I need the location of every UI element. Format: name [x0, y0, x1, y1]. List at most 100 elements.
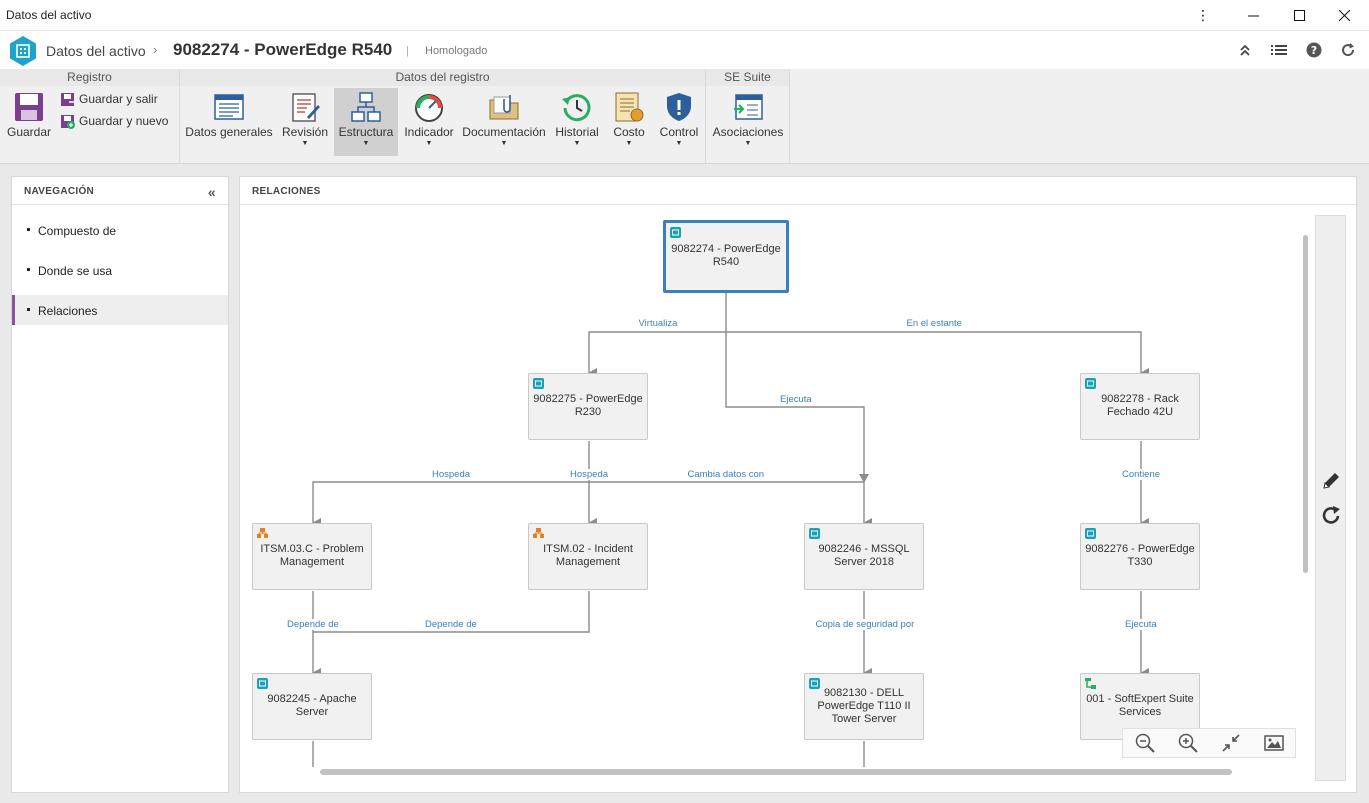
relation-node[interactable]: 9082278 - Rack Fechado 42U: [1080, 373, 1200, 440]
gauge-icon: [415, 94, 443, 122]
edge-label: Depende de: [423, 619, 479, 630]
zoom-in-icon[interactable]: [1176, 731, 1200, 755]
maximize-button[interactable]: [1276, 0, 1322, 31]
save-and-exit-button[interactable]: Guardar y salir: [60, 90, 158, 108]
history-button[interactable]: Historial ▼: [552, 88, 602, 156]
relation-node[interactable]: 9082276 - PowerEdge T330: [1080, 523, 1200, 590]
relation-node[interactable]: 9082130 - DELL PowerEdge T110 II Tower S…: [804, 673, 924, 740]
pencil-edit-icon[interactable]: [1322, 471, 1341, 493]
relation-node[interactable]: ITSM.02 - Incident Management: [528, 523, 648, 590]
list-icon[interactable]: [1270, 41, 1288, 59]
window-titlebar: Datos del activo ⋮: [0, 0, 1369, 31]
collapse-up-icon[interactable]: [1236, 41, 1254, 59]
title-separator: |: [406, 45, 409, 57]
associations-icon: [734, 94, 763, 120]
edge-label: Copia de seguridad por: [813, 619, 917, 630]
edge-hospeda-1: [312, 441, 590, 528]
save-new-icon: [61, 114, 75, 129]
edge-label: Ejecuta: [778, 394, 814, 405]
export-image-icon[interactable]: [1262, 731, 1286, 755]
close-button[interactable]: [1321, 0, 1367, 31]
help-icon[interactable]: ?: [1305, 41, 1323, 59]
window-title: Datos del activo: [6, 8, 92, 22]
nav-item-compuesto-de[interactable]: Compuesto de: [12, 215, 228, 245]
ribbon-group-datos-registro: Datos del registro Datos generales Revis…: [180, 69, 706, 164]
asset-icon: [1085, 378, 1096, 389]
process-icon: [257, 528, 268, 538]
floppy-disk-icon: [15, 93, 43, 121]
cost-button[interactable]: Costo ▼: [608, 88, 650, 156]
form-icon: [214, 94, 244, 120]
edge-virtualiza: [588, 292, 727, 378]
navigation-panel-title: NAVEGACIÓN «: [12, 177, 228, 205]
ribbon-group-title: Registro: [0, 69, 179, 86]
structure-button[interactable]: Estructura ▼: [334, 88, 398, 156]
indicator-button[interactable]: Indicador ▼: [402, 88, 456, 156]
edge-label: Ejecuta: [1123, 619, 1159, 630]
asset-icon: [533, 378, 544, 389]
collapse-left-icon[interactable]: «: [207, 184, 216, 200]
process-icon: [533, 528, 544, 538]
diagram-refresh-icon[interactable]: [1321, 505, 1342, 529]
vertical-scrollbar[interactable]: [1303, 235, 1308, 573]
control-button[interactable]: Control ▼: [656, 88, 702, 156]
dropdown-caret-icon: ▼: [362, 140, 370, 147]
fit-to-screen-icon[interactable]: [1219, 731, 1243, 755]
relations-panel: RELACIONES: [239, 176, 1357, 793]
zoom-out-icon[interactable]: [1133, 731, 1157, 755]
relation-node[interactable]: ITSM.03.C - Problem Management: [252, 523, 372, 590]
relations-graph-edges: [312, 292, 1149, 767]
asset-icon: [809, 678, 820, 689]
zoom-toolbar: [1122, 728, 1296, 758]
relation-node[interactable]: 9082246 - MSSQL Server 2018: [804, 523, 924, 590]
more-options-icon[interactable]: ⋮: [1196, 7, 1210, 23]
asset-icon: [670, 227, 681, 238]
save-button[interactable]: Guardar: [4, 88, 54, 156]
dropdown-caret-icon: ▼: [500, 140, 508, 147]
diagram-tool-strip: [1315, 215, 1346, 781]
relation-node[interactable]: 9082275 - PowerEdge R230: [528, 373, 648, 440]
dropdown-caret-icon: ▼: [675, 140, 683, 147]
dropdown-caret-icon: ▼: [573, 140, 581, 147]
page-header: Datos del activo › 9082274 - PowerEdge R…: [0, 31, 1369, 69]
hierarchy-icon: [351, 92, 381, 122]
page-title: 9082274 - PowerEdge R540: [173, 40, 393, 59]
relation-node[interactable]: 9082245 - Apache Server: [252, 673, 372, 740]
associations-button[interactable]: Asociaciones ▼: [711, 88, 785, 156]
ribbon-group-registro: Registro Guardar Guardar y salir Guardar…: [0, 69, 180, 164]
save-exit-icon: [61, 92, 74, 106]
history-clock-icon: [562, 94, 591, 122]
edge-label: Hospeda: [430, 469, 473, 480]
ribbon-toolbar: Registro Guardar Guardar y salir Guardar…: [0, 69, 1369, 164]
documentation-button[interactable]: Documentación ▼: [462, 88, 546, 156]
refresh-icon[interactable]: [1339, 41, 1357, 59]
asset-app-icon: [10, 36, 36, 66]
edge-label: Contiene: [1120, 469, 1163, 480]
relation-node-root[interactable]: 9082274 - PowerEdge R540: [663, 220, 789, 293]
breadcrumb[interactable]: Datos del activo: [46, 43, 146, 59]
general-data-button[interactable]: Datos generales: [185, 88, 273, 156]
dropdown-caret-icon: ▼: [425, 140, 433, 147]
horizontal-scrollbar[interactable]: [320, 769, 1232, 775]
nav-item-relaciones[interactable]: Relaciones: [12, 295, 228, 325]
nav-item-donde-se-usa[interactable]: Donde se usa: [12, 255, 228, 285]
edge-label: Hospeda: [568, 469, 611, 480]
dropdown-caret-icon: ▼: [744, 140, 752, 147]
work-area: NAVEGACIÓN « Compuesto de Donde se usa R…: [0, 164, 1369, 803]
dropdown-caret-icon: ▼: [301, 140, 309, 147]
asset-icon: [1085, 528, 1096, 539]
ribbon-group-title: SE Suite: [706, 69, 789, 86]
ribbon-group-title: Datos del registro: [180, 69, 705, 86]
minimize-button[interactable]: [1230, 0, 1276, 31]
edge-depende-2: [313, 591, 590, 633]
service-icon: [1085, 678, 1096, 689]
dropdown-caret-icon: ▼: [625, 140, 633, 147]
asset-icon: [257, 678, 268, 689]
revision-button[interactable]: Revisión ▼: [278, 88, 332, 156]
ribbon-group-se-suite: SE Suite Asociaciones ▼: [706, 69, 790, 164]
breadcrumb-chevron-icon: ›: [153, 42, 158, 57]
edge-en-el-estante: [726, 331, 1149, 378]
save-and-new-button[interactable]: Guardar y nuevo: [60, 112, 168, 130]
status-badge: Homologado: [425, 45, 488, 57]
cost-sheet-icon: [615, 92, 644, 122]
